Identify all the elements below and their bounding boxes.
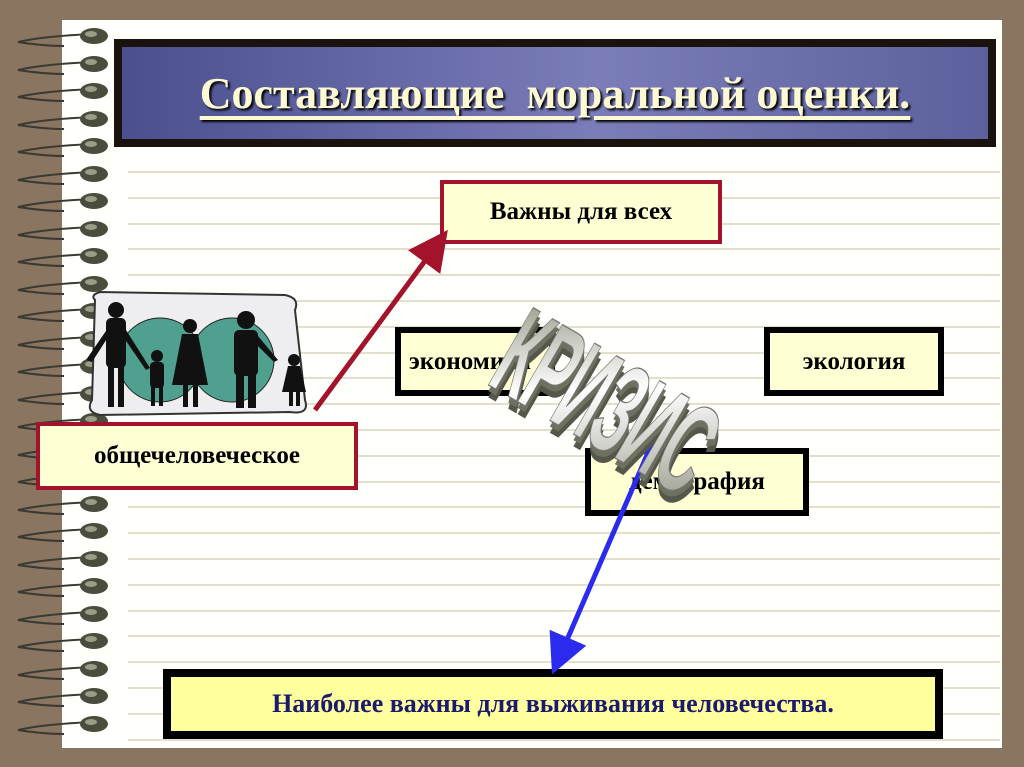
spiral-ring [17, 495, 108, 515]
ruled-line [128, 171, 1000, 173]
spiral-ring [17, 688, 108, 707]
spiral-ring [17, 275, 108, 295]
spiral-ring [17, 193, 108, 212]
blue-arrow [549, 431, 660, 675]
box-ecology: экология [764, 327, 944, 396]
red-arrow [312, 229, 448, 412]
spiral-ring [17, 523, 108, 542]
crisis-wordart: КРИЗИС КРИЗИС КРИЗИС [470, 282, 741, 534]
ruled-line [128, 454, 1000, 457]
ruled-line [128, 532, 1000, 535]
spiral-ring [17, 220, 108, 240]
ruled-line [128, 738, 1000, 741]
box-label: общечеловеческое [94, 442, 300, 469]
ruled-line [128, 480, 1000, 483]
ruled-line [128, 325, 1000, 328]
spiral-ring [17, 633, 108, 652]
box-label: Наиболее важны для выживания человечеств… [272, 689, 834, 718]
box-important-for-all: Важны для всех [440, 180, 722, 244]
slide-title: Составляющие моральной оценки. [199, 68, 911, 118]
ruled-line [128, 274, 1000, 277]
ruled-line [128, 351, 1000, 354]
spiral-ring [17, 165, 108, 185]
ruled-line [128, 377, 1000, 380]
spiral-ring [17, 28, 108, 47]
box-economy: экономика [395, 327, 555, 396]
spiral-ring [17, 660, 108, 680]
ruled-line [128, 248, 1000, 251]
spiral-ring [17, 83, 108, 102]
title-banner: Составляющие моральной оценки. [114, 39, 996, 147]
box-survival: Наиболее важны для выживания человечеств… [163, 669, 943, 739]
spiral-ring [17, 248, 108, 267]
ruled-line [128, 558, 1000, 560]
spiral-ring [17, 55, 108, 75]
box-demography: демография [585, 448, 809, 516]
ruled-line [128, 300, 1000, 302]
box-label: экология [802, 347, 906, 375]
spiral-ring [17, 715, 108, 735]
box-label: Важны для всех [489, 198, 673, 225]
spiral-ring [17, 110, 108, 130]
box-label: экономика [409, 347, 531, 375]
box-label: демография [629, 468, 765, 495]
spiral-ring [17, 578, 108, 597]
ruled-line [128, 583, 1000, 586]
spiral-ring [17, 605, 108, 625]
box-universal: общечеловеческое [36, 422, 358, 490]
ruled-line [128, 429, 1000, 431]
ruled-line [128, 609, 1000, 612]
ruled-line [128, 403, 1000, 406]
ruled-line [128, 506, 1000, 509]
family-globe-illustration [86, 290, 307, 417]
spiral-ring [17, 550, 108, 570]
spiral-ring [17, 138, 108, 157]
